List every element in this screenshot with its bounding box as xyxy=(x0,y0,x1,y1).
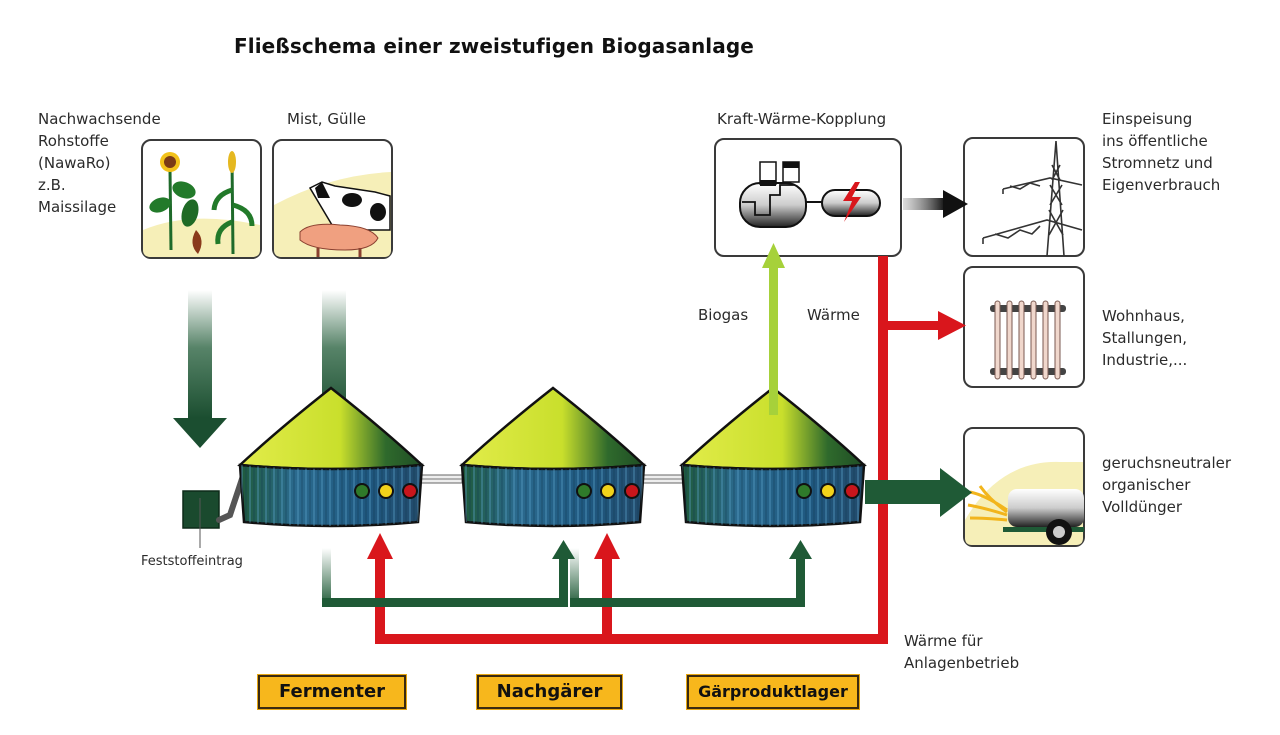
status-light-yellow xyxy=(600,483,616,499)
process-heat-label: Wärme für Anlagenbetrieb xyxy=(904,632,1020,672)
grid-box xyxy=(963,137,1085,257)
plants-icon xyxy=(149,151,255,255)
recirculation-lines xyxy=(322,540,812,607)
status-light-red xyxy=(624,483,640,499)
diagram-title: Fließschema einer zweistufigen Biogasanl… xyxy=(234,34,754,58)
grid-label: Einspeisung ins öffentliche Stromnetz un… xyxy=(1102,110,1221,194)
solid-feed-device xyxy=(182,467,248,548)
power-export-arrow xyxy=(903,190,968,218)
tanks-layer xyxy=(237,386,867,528)
radiator-icon xyxy=(990,300,1066,380)
tank-texture xyxy=(682,465,864,526)
tank-dome xyxy=(237,386,425,471)
status-light-red xyxy=(844,483,860,499)
solid-feed-label: Feststoffeintrag xyxy=(141,554,243,569)
heating-label: Wohnhaus, Stallungen, Industrie,... xyxy=(1102,307,1188,369)
manure-label: Mist, Gülle xyxy=(287,110,367,128)
tank-label-gaerproduktlager: Gärproduktlager xyxy=(686,674,860,710)
tank-label-nachgaerer: Nachgärer xyxy=(476,674,623,710)
nawaro-label: Nachwachsende Rohstoffe (NawaRo) z.B. Ma… xyxy=(38,110,161,216)
biogas-arrow xyxy=(762,243,785,415)
heating-box xyxy=(963,266,1085,388)
chp-box xyxy=(714,138,902,257)
biogas-flow-label: Biogas xyxy=(698,306,749,324)
fermenter-tank xyxy=(237,386,425,528)
fertilizer-box xyxy=(963,427,1085,547)
tank-dome xyxy=(459,386,647,471)
slurry-tanker-icon xyxy=(967,485,1084,545)
status-light-green xyxy=(354,483,370,499)
fertilizer-output-arrow xyxy=(865,468,972,517)
tank-texture xyxy=(240,465,422,526)
chp-engine-generator-icon xyxy=(739,161,881,228)
status-light-green xyxy=(796,483,812,499)
nachgaerer-tank xyxy=(459,386,647,528)
manure-icon-box xyxy=(272,139,393,259)
heat-flow-label: Wärme xyxy=(807,306,860,324)
livestock-icon xyxy=(299,181,391,257)
status-light-red xyxy=(402,483,418,499)
status-light-green xyxy=(576,483,592,499)
tank-label-fermenter: Fermenter xyxy=(257,674,407,710)
heat-lines xyxy=(367,256,966,644)
status-light-yellow xyxy=(378,483,394,499)
chp-label: Kraft-Wärme-Kopplung xyxy=(717,110,887,128)
status-light-yellow xyxy=(820,483,836,499)
tank-texture xyxy=(462,465,644,526)
nawaro-input-arrow xyxy=(173,290,227,448)
power-pylon-icon xyxy=(982,140,1083,257)
nawaro-icon-box xyxy=(141,139,262,259)
fertilizer-label: geruchsneutraler organischer Volldünger xyxy=(1102,454,1232,516)
gaerproduktlager-tank xyxy=(679,386,867,528)
